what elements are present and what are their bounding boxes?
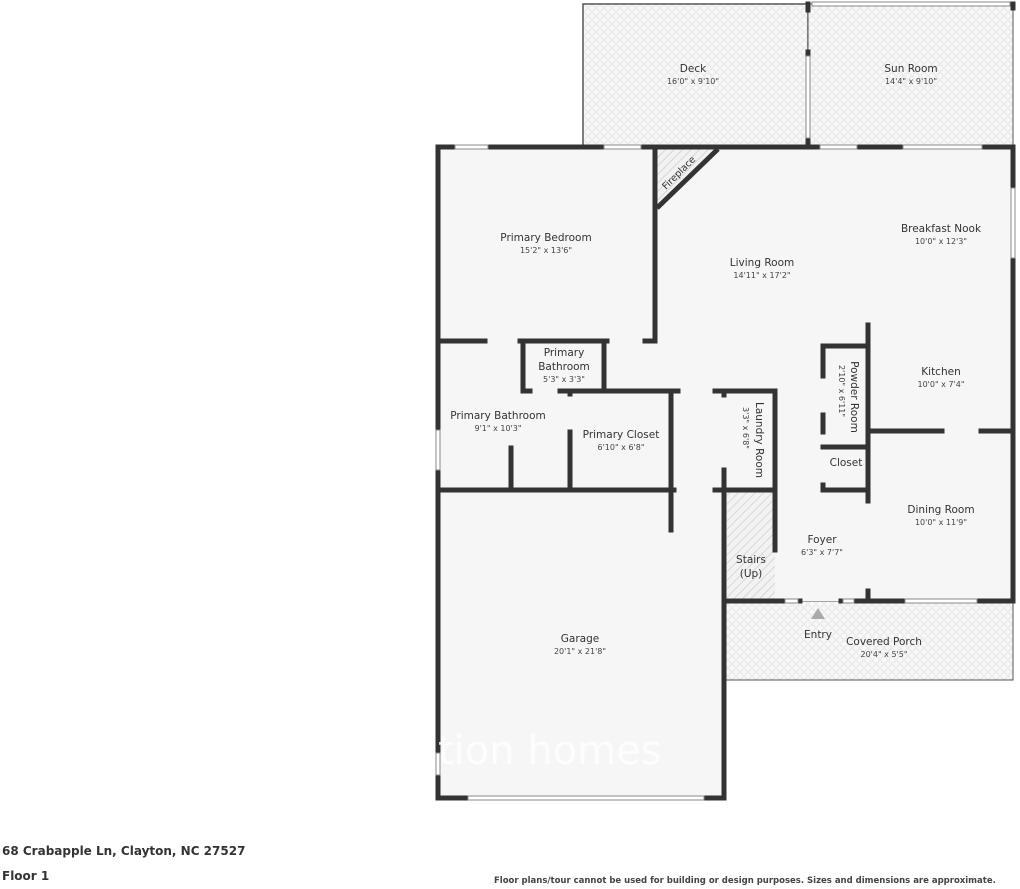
room-name-line1: Stairs bbox=[736, 554, 766, 566]
room-kitchen: Kitchen 10'0" x 7'4" bbox=[917, 366, 964, 389]
covered-porch-area bbox=[725, 600, 1014, 681]
room-dims: 9'1" x 10'3" bbox=[474, 424, 521, 433]
room-dims: 6'10" x 6'8" bbox=[597, 443, 644, 452]
room-entry: Entry bbox=[804, 629, 832, 641]
room-name: Laundry Room bbox=[753, 402, 765, 478]
room-sun-room: Sun Room 14'4" x 9'10" bbox=[884, 63, 937, 86]
entry-arrow-icon bbox=[811, 608, 825, 619]
sun-room-area bbox=[807, 3, 1014, 148]
room-name: Kitchen bbox=[921, 366, 960, 378]
room-name: Foyer bbox=[807, 534, 837, 546]
room-dims: 14'4" x 9'10" bbox=[885, 77, 937, 86]
room-breakfast-nook: Breakfast Nook 10'0" x 12'3" bbox=[901, 223, 982, 246]
room-dining-room: Dining Room 10'0" x 11'9" bbox=[907, 504, 974, 527]
room-primary-bedroom: Primary Bedroom 15'2" x 13'6" bbox=[500, 232, 591, 255]
room-name: Deck bbox=[680, 63, 707, 75]
walls bbox=[435, 1, 1016, 801]
room-covered-porch: Covered Porch 20'4" x 5'5" bbox=[846, 636, 922, 659]
room-name: Breakfast Nook bbox=[901, 223, 982, 235]
room-name-line1: Primary bbox=[544, 347, 585, 359]
property-address: 68 Crabapple Ln, Clayton, NC 27527 bbox=[2, 844, 246, 858]
room-dims: 6'3" x 7'7" bbox=[801, 548, 843, 557]
deck-area bbox=[582, 3, 809, 148]
room-dims: 10'0" x 11'9" bbox=[915, 518, 967, 527]
room-name: Sun Room bbox=[884, 63, 937, 75]
room-name: Primary Bedroom bbox=[500, 232, 591, 244]
room-garage: Garage 20'1" x 21'8" bbox=[554, 633, 606, 656]
room-closet: Closet bbox=[830, 457, 863, 469]
room-dims: 15'2" x 13'6" bbox=[520, 246, 572, 255]
stairs bbox=[727, 490, 775, 600]
room-living-room: Living Room 14'11" x 17'2" bbox=[730, 257, 794, 280]
windows bbox=[435, 1, 1016, 801]
room-dims: 10'0" x 12'3" bbox=[915, 237, 967, 246]
room-primary-bathroom-small: Primary Bathroom 5'3" x 3'3" bbox=[538, 347, 590, 384]
floor-label: Floor 1 bbox=[2, 869, 50, 883]
room-name: Dining Room bbox=[907, 504, 974, 516]
room-name: Living Room bbox=[730, 257, 794, 269]
watermark: tion homes bbox=[438, 728, 662, 774]
room-foyer: Foyer 6'3" x 7'7" bbox=[801, 534, 843, 557]
room-name: Closet bbox=[830, 457, 863, 469]
room-dims: 2'10" x 6'11" bbox=[837, 365, 846, 417]
room-deck: Deck 16'0" x 9'10" bbox=[667, 63, 719, 86]
disclaimer: Floor plans/tour cannot be used for buil… bbox=[494, 876, 996, 886]
room-name-line2: Bathroom bbox=[538, 361, 590, 373]
room-dims: 16'0" x 9'10" bbox=[667, 77, 719, 86]
room-dims: 14'11" x 17'2" bbox=[733, 271, 790, 280]
room-powder-room: Powder Room 2'10" x 6'11" bbox=[837, 361, 860, 433]
room-dims: 20'1" x 21'8" bbox=[554, 647, 606, 656]
room-name: Covered Porch bbox=[846, 636, 922, 648]
room-stairs: Stairs (Up) bbox=[736, 554, 766, 580]
room-dims: 10'0" x 7'4" bbox=[917, 380, 964, 389]
room-name: Entry bbox=[804, 629, 832, 641]
room-name: Powder Room bbox=[848, 361, 860, 433]
room-name: Garage bbox=[561, 633, 599, 645]
room-dims: 3'3" x 6'8" bbox=[741, 407, 750, 449]
room-name-line2: (Up) bbox=[740, 568, 763, 580]
room-name: Primary Closet bbox=[583, 429, 660, 441]
room-name: Primary Bathroom bbox=[450, 410, 545, 422]
room-primary-bathroom: Primary Bathroom 9'1" x 10'3" bbox=[450, 410, 545, 433]
room-primary-closet: Primary Closet 6'10" x 6'8" bbox=[583, 429, 660, 452]
room-dims: 20'4" x 5'5" bbox=[860, 650, 907, 659]
room-dims: 5'3" x 3'3" bbox=[543, 375, 585, 384]
room-laundry-room: Laundry Room 3'3" x 6'8" bbox=[741, 402, 765, 478]
